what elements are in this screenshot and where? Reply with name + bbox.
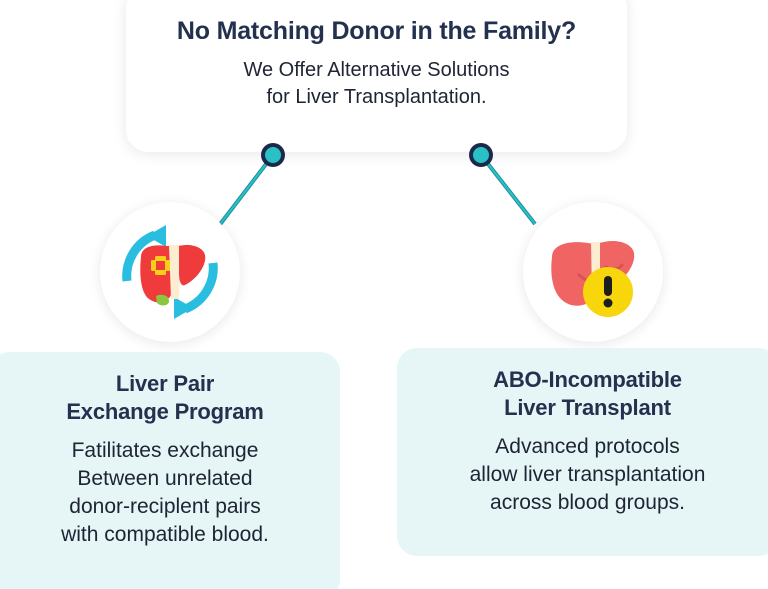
card-right-body-line-3: across blood groups. (490, 491, 685, 515)
gallbladder (156, 294, 169, 306)
hero-subtitle-line-2: for Liver Transplantation. (266, 85, 487, 108)
card-right-title-line-2: Liver Transplant (504, 394, 671, 420)
card-right-title: ABO-Incompatible Liver Transplant (407, 366, 768, 421)
card-left-title-line-1: Liver Pair (115, 371, 215, 396)
card-left-body-line-2: Between unrelated (77, 467, 253, 491)
arrow-head-bottom (174, 297, 193, 319)
hero-title: No Matching Donor in the Family? (176, 17, 577, 45)
card-left-body-line-1: Fatilitates exchange (71, 439, 259, 462)
liver-warning-icon-circle (523, 202, 663, 342)
card-left-title-line-2: Exchange Program (66, 398, 264, 424)
card-left-body: Fatilitates exchange Between unrelated d… (0, 437, 330, 550)
arrow-head-top (147, 225, 166, 247)
liver-right-lobe (179, 245, 206, 286)
hero-card: No Matching Donor in the Family? We Offe… (126, 0, 627, 152)
liver-warning-icon (551, 241, 635, 317)
liver-ligament (169, 245, 181, 299)
plus-marker-icon (151, 256, 170, 275)
liver-exchange-icon (122, 225, 218, 319)
exclamation-dot (603, 298, 613, 308)
card-left-title: Liver Pair Exchange Program (0, 370, 330, 425)
card-left-body-line-4: with compatible blood. (61, 523, 269, 547)
connector-line-right-highlight (480, 154, 536, 225)
liver-exchange-icon-circle (100, 202, 240, 342)
card-right-body-line-2: allow liver transplantation (469, 463, 706, 487)
card-liver-pair-exchange: Liver Pair Exchange Program Fatilitates … (0, 352, 340, 589)
card-left-body-line-3: donor-reciplent pairs (69, 495, 261, 519)
card-right-title-line-1: ABO-Incompatible (493, 367, 682, 392)
card-right-body-line-1: Advanced protocols (495, 435, 680, 458)
hero-subtitle-line-1: We Offer Alternative Solutions (243, 59, 510, 82)
exclamation-bar (604, 276, 612, 296)
card-abo-incompatible: ABO-Incompatible Liver Transplant Advanc… (397, 348, 768, 556)
hero-subtitle: We Offer Alternative Solutions for Liver… (144, 57, 609, 110)
card-right-body: Advanced protocols allow liver transplan… (407, 433, 768, 517)
connector-line-right (479, 153, 537, 226)
